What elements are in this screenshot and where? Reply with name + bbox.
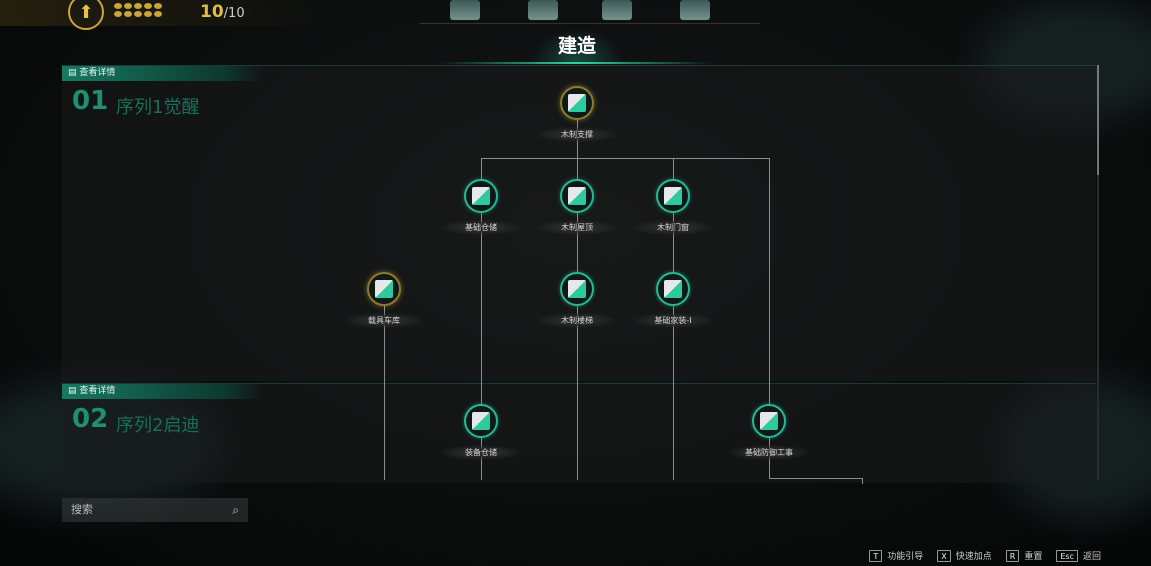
tech-node[interactable] <box>752 404 786 438</box>
tech-node-label: 基础仓储 <box>441 220 521 235</box>
tab-divider <box>420 23 760 24</box>
tech-node[interactable] <box>560 272 594 306</box>
defense-tower-icon <box>760 412 778 430</box>
furniture-icon <box>664 280 682 298</box>
search-input[interactable]: 搜索⌕ <box>62 498 248 522</box>
section-name: 序列1觉醒 <box>116 97 200 118</box>
connector-line <box>481 158 482 480</box>
storage-icon <box>472 187 490 205</box>
tech-node[interactable] <box>656 179 690 213</box>
scrollbar-thumb[interactable] <box>1097 65 1099 175</box>
tech-node[interactable] <box>656 272 690 306</box>
points-counter: 10/10 <box>200 2 245 22</box>
tab-active-indicator <box>440 62 714 64</box>
connector-line <box>862 478 863 484</box>
tech-node[interactable] <box>560 179 594 213</box>
connector-line <box>769 478 862 479</box>
arrow-up-icon: ⬆ <box>68 0 104 30</box>
scrollbar[interactable] <box>1097 65 1099 480</box>
view-details-button[interactable]: ▤ 查看详情 <box>62 66 262 81</box>
tech-node-label: 基础家装-I <box>633 313 713 328</box>
door-window-icon <box>664 187 682 205</box>
tech-node-label: 木制楼梯 <box>537 313 617 328</box>
search-icon[interactable]: ⌕ <box>232 503 239 517</box>
tech-node[interactable] <box>464 404 498 438</box>
section-name: 序列2启迪 <box>116 415 200 436</box>
building-icon[interactable] <box>680 0 710 20</box>
view-details-button[interactable]: ▤ 查看详情 <box>62 384 262 399</box>
stairs-icon <box>568 280 586 298</box>
connector-line <box>384 289 385 480</box>
tech-node[interactable] <box>367 272 401 306</box>
connector-line <box>769 158 770 478</box>
tech-node-label: 木制屋顶 <box>537 220 617 235</box>
tech-node-label: 载具车库 <box>344 313 424 328</box>
tech-node-label: 木制门窗 <box>633 220 713 235</box>
creature-icon[interactable] <box>450 0 480 20</box>
points-dots <box>114 3 164 17</box>
garage-icon <box>375 280 393 298</box>
tab-build[interactable]: 建造 <box>530 28 624 64</box>
tech-node-label: 装备仓储 <box>441 445 521 460</box>
equipment-storage-icon <box>472 412 490 430</box>
section-number: 02 <box>72 404 109 434</box>
section-panel-02: ▤ 查看详情 02 序列2启迪 <box>62 383 1096 483</box>
plant-icon[interactable] <box>602 0 632 20</box>
tech-node-label: 基础防御工事 <box>729 445 809 460</box>
section-number: 01 <box>72 86 109 116</box>
tech-node-label: 木制支撑 <box>537 127 617 142</box>
tech-node[interactable] <box>560 86 594 120</box>
tech-node[interactable] <box>464 179 498 213</box>
connector-line <box>481 158 769 159</box>
workbench-icon[interactable] <box>528 0 558 20</box>
roof-icon <box>568 187 586 205</box>
points-bar <box>0 0 330 26</box>
wood-support-icon <box>568 94 586 112</box>
